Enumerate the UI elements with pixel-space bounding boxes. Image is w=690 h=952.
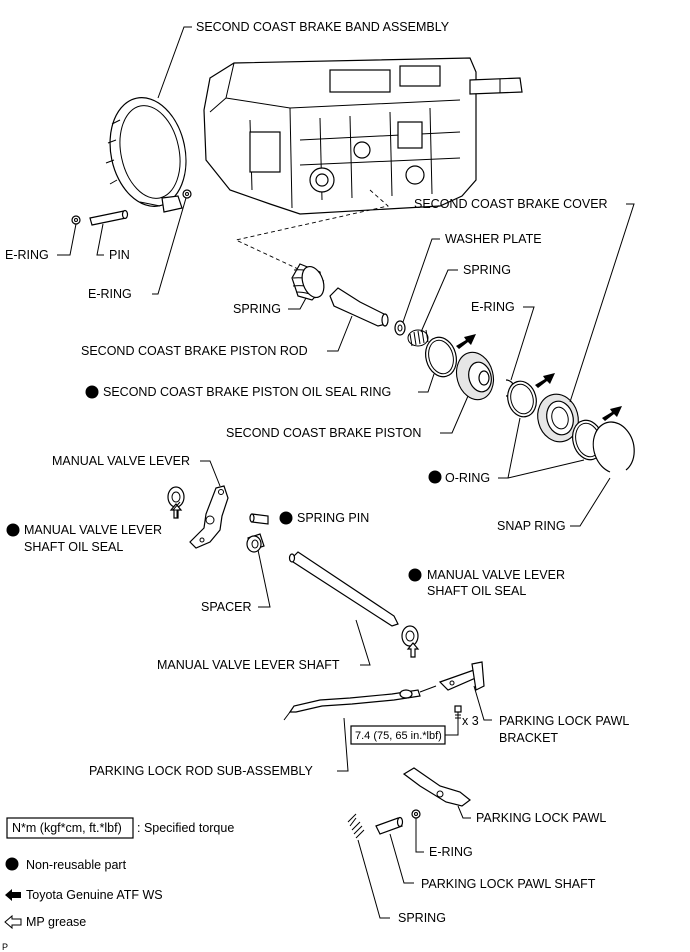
label-second-coast-brake-cover: SECOND COAST BRAKE COVER [414, 197, 608, 211]
manual-valve-lever-part [189, 485, 229, 549]
label-quantity: x 3 [462, 714, 479, 728]
label-pin: PIN [109, 248, 130, 262]
parking-lock-pawl-bracket-part [438, 661, 485, 691]
legend-solid-arrow-icon [5, 889, 21, 901]
legend-filled-circle-icon [5, 857, 19, 871]
legend-torque-desc: : Specified torque [137, 821, 234, 835]
legend-torque-box [6, 817, 134, 839]
label-torque-value: 7.4 (75, 65 in.*lbf) [355, 730, 442, 742]
label-oil-seal-left-line2: SHAFT OIL SEAL [24, 540, 123, 554]
label-parking-lock-rod-sub-assembly: PARKING LOCK ROD SUB-ASSEMBLY [89, 764, 314, 778]
bolt-part [454, 705, 462, 722]
parking-lock-pawl-part [402, 767, 471, 807]
label-manual-valve-lever-shaft: MANUAL VALVE LEVER SHAFT [157, 658, 340, 672]
oil-seal-left-part [167, 486, 185, 519]
label-oil-seal-right-line1: MANUAL VALVE LEVER [427, 568, 565, 582]
spring-small-part [407, 329, 429, 347]
label-snap-ring: SNAP RING [497, 519, 566, 533]
transmission-case [203, 57, 523, 215]
label-e-ring-left: E-RING [5, 248, 49, 262]
e-ring-band-part [182, 189, 192, 199]
label-washer-plate: WASHER PLATE [445, 232, 542, 246]
e-ring-pawl-part [411, 809, 421, 819]
spring-pin-part [249, 513, 269, 525]
piston-part [455, 351, 495, 401]
manual-valve-lever-shaft-part [288, 551, 399, 627]
label-spring-small: SPRING [463, 263, 511, 277]
oil-seal-right-part [401, 625, 420, 658]
mp-grease-arrow-icon [171, 501, 181, 518]
non-reusable-dot-icon [85, 385, 99, 399]
label-pawl-bracket-line1: PARKING LOCK PAWL [499, 714, 629, 728]
label-spring-pin: SPRING PIN [297, 511, 369, 525]
non-reusable-dot-icon [279, 511, 293, 525]
legend-atf: Toyota Genuine ATF WS [26, 888, 163, 902]
label-pawl-bracket-line2: BRACKET [499, 731, 558, 745]
label-oil-seal-right-line2: SHAFT OIL SEAL [427, 584, 526, 598]
figure-code: P [2, 942, 8, 952]
pin-part [89, 209, 129, 226]
atf-arrow-icon [456, 334, 476, 349]
label-spring-bottom: SPRING [398, 911, 446, 925]
e-ring-left-part [71, 215, 81, 225]
label-spring-piston: SPRING [233, 302, 281, 316]
label-oil-seal-left-line1: MANUAL VALVE LEVER [24, 523, 162, 537]
non-reusable-dot-icon [408, 568, 422, 582]
label-second-coast-brake-band-assembly: SECOND COAST BRAKE BAND ASSEMBLY [196, 20, 450, 34]
label-e-ring-band: E-RING [88, 287, 132, 301]
label-second-coast-brake-piston: SECOND COAST BRAKE PISTON [226, 426, 421, 440]
spring-bottom-part [347, 813, 365, 839]
snap-ring-part [592, 421, 635, 473]
label-manual-valve-lever: MANUAL VALVE LEVER [52, 454, 190, 468]
parking-lock-pawl-shaft-part [375, 816, 404, 835]
label-parking-lock-pawl: PARKING LOCK PAWL [476, 811, 606, 825]
label-second-coast-brake-piston-rod: SECOND COAST BRAKE PISTON ROD [81, 344, 308, 358]
brake-band-assembly [105, 97, 187, 213]
brake-cover-part [537, 393, 579, 443]
spacer-part [246, 533, 265, 553]
non-reusable-dot-icon [428, 470, 442, 484]
piston-oil-seal-ring-part [425, 336, 457, 378]
parking-lock-rod-part [283, 685, 437, 721]
non-reusable-dot-icon [6, 523, 20, 537]
label-e-ring-cover: E-RING [471, 300, 515, 314]
label-spacer: SPACER [201, 600, 251, 614]
atf-arrow-icon [602, 406, 622, 421]
legend-grease: MP grease [26, 915, 86, 929]
label-parking-lock-pawl-shaft: PARKING LOCK PAWL SHAFT [421, 877, 596, 891]
label-e-ring-pawl: E-RING [429, 845, 473, 859]
legend-non-reusable: Non-reusable part [26, 858, 127, 872]
legend: N*m (kgf*cm, ft.*lbf) : Specified torque… [2, 817, 234, 952]
washer-plate-part [394, 320, 406, 336]
leader-lines [57, 26, 635, 919]
atf-arrow-icon [535, 373, 555, 388]
piston-rod-part [329, 287, 389, 327]
o-ring-first-part [507, 380, 537, 418]
label-o-ring: O-RING [445, 471, 490, 485]
legend-outline-arrow-icon [4, 914, 22, 930]
coil-spring-large [291, 263, 325, 301]
label-piston-oil-seal-ring: SECOND COAST BRAKE PISTON OIL SEAL RING [103, 385, 391, 399]
legend-torque-units: N*m (kgf*cm, ft.*lbf) [12, 821, 122, 835]
